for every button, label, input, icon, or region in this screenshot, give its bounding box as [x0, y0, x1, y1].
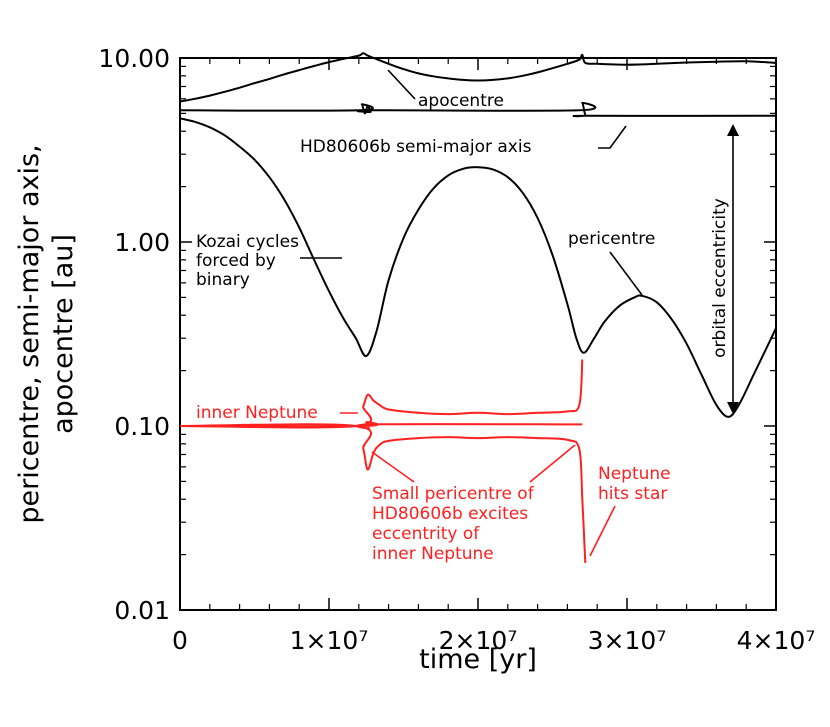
- annotation-neptune-hits-1: Neptune: [598, 464, 671, 484]
- x-tick-label: 3×10⁷: [588, 626, 667, 655]
- annotation-inner-neptune: inner Neptune: [196, 403, 318, 423]
- y-tick-label: 0.01: [114, 596, 170, 625]
- annotation-kozai-1: Kozai cycles: [196, 232, 299, 252]
- annotation-apocentre: apocentre: [418, 91, 504, 111]
- x-tick-label: 0: [172, 626, 188, 655]
- annotation-neptune-hits-leader: [589, 505, 616, 557]
- annotation-pericentre-leader: [609, 251, 643, 296]
- annotation-small-peri-4: inner Neptune: [372, 544, 494, 564]
- series-line-inner-neptune-semi-major-axis: [179, 421, 583, 430]
- annotation-small-peri-leader-right: [529, 444, 576, 483]
- annotation-semi-major-axis-leader: [598, 125, 627, 149]
- annotation-apocentre-leader: [387, 69, 416, 100]
- annotation-orbital-eccentricity: orbital eccentricity: [710, 198, 730, 358]
- series-line-pericentre: [179, 117, 777, 418]
- axis-ticks: [179, 57, 777, 611]
- annotation-semi-major-axis: HD80606b semi-major axis: [300, 137, 532, 157]
- series-line-apocentre: [179, 52, 777, 103]
- x-tick-label: 4×10⁷: [737, 626, 816, 655]
- series-layer: [179, 52, 777, 564]
- annotation-neptune-hits-2: hits star: [598, 484, 667, 504]
- y-tick-label: 0.10: [114, 412, 170, 441]
- eccentricity-arrowhead-up: [727, 124, 739, 136]
- annotation-kozai-3: binary: [196, 270, 250, 290]
- annotation-pericentre: pericentre: [568, 229, 655, 249]
- axis-tick-labels: 0 1×10⁷ 2×10⁷ 3×10⁷ 4×10⁷ 0.01 0.10 1.00 10.00: [98, 44, 815, 655]
- x-tick-label: 2×10⁷: [439, 626, 518, 655]
- annotation-small-peri-1: Small pericentre of: [372, 484, 535, 504]
- annotation-small-peri-3: eccentrity of: [372, 524, 480, 544]
- series-line-inner-neptune-apocentre: [179, 359, 584, 429]
- series-line-inner-neptune-pericentre: [179, 423, 587, 564]
- x-tick-label: 1×10⁷: [290, 626, 369, 655]
- y-tick-label: 10.00: [98, 44, 170, 73]
- annotation-small-peri-leader-left: [371, 451, 415, 483]
- y-tick-label: 1.00: [114, 228, 170, 257]
- series-line-hd80606b-semi-major-axis: [179, 101, 777, 118]
- annotation-kozai-2: forced by: [196, 251, 276, 271]
- y-axis-label-line1: pericentre, semi-major axis,: [14, 144, 45, 523]
- eccentricity-label-bg: [708, 180, 730, 376]
- x-axis-label: time [yr]: [419, 644, 537, 675]
- eccentricity-arrowhead-down: [727, 402, 739, 414]
- annotation-small-peri-2: HD80606b excites: [372, 504, 528, 524]
- y-axis-label-line2: apocentre [au]: [48, 234, 79, 434]
